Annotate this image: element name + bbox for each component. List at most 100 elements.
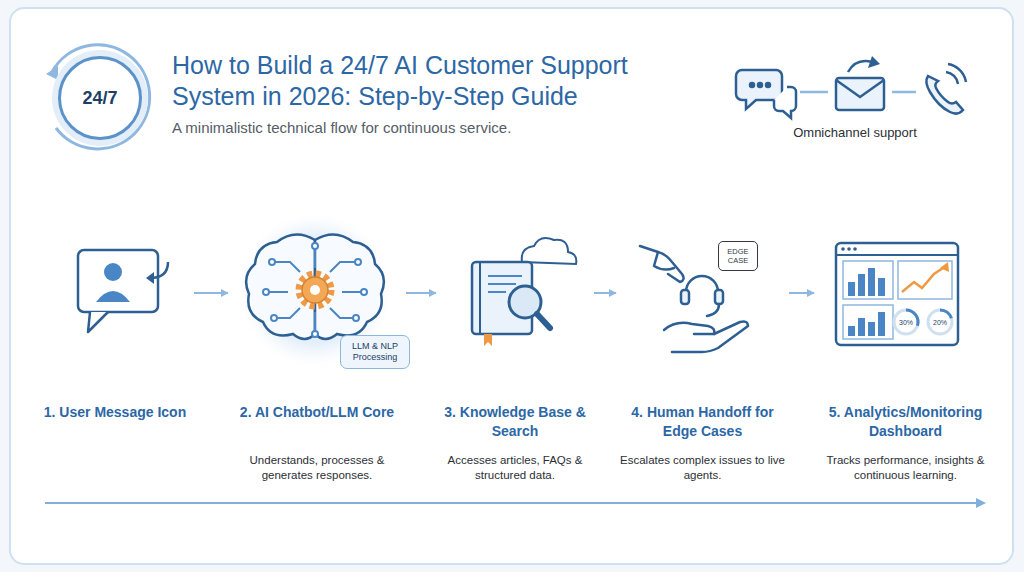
dashboard-icon xyxy=(858,274,865,296)
process-step: 5. Analytics/Monitoring DashboardTracks … xyxy=(818,235,993,485)
omnichannel-icons xyxy=(736,56,966,118)
process-step: 2. AI Chatbot/LLM CoreUnderstands, proce… xyxy=(232,235,402,485)
dashboard-icon xyxy=(928,310,952,334)
omnichannel-icons xyxy=(836,80,884,97)
llm-brain-icon xyxy=(355,259,361,265)
message-icon xyxy=(96,291,130,302)
process-step: 3. Knowledge Base & SearchAccesses artic… xyxy=(440,235,590,485)
llm-brain-icon xyxy=(263,289,269,295)
knowledge-base-icon xyxy=(537,314,550,328)
dashboard-icon xyxy=(878,312,885,336)
node-text: EDGE CASE xyxy=(719,247,757,265)
knowledge-base-icon xyxy=(488,291,506,293)
handoff-icon xyxy=(715,290,723,304)
step-title: 1. User Message Icon xyxy=(20,403,210,422)
dashboard-icon xyxy=(940,310,951,318)
llm-brain-icon xyxy=(312,243,318,249)
chart-value: 30% xyxy=(894,318,918,328)
chart-value: 20% xyxy=(928,318,952,328)
omnichannel-icons xyxy=(774,87,796,118)
message-icon xyxy=(78,250,158,312)
omnichannel-icons xyxy=(800,91,828,94)
dashboard-icon xyxy=(902,266,946,292)
dashboard-icon xyxy=(878,278,885,296)
llm-brain-icon xyxy=(310,285,320,295)
channel-label: Omnichannel support xyxy=(790,125,920,141)
omnichannel-icons xyxy=(766,83,770,87)
message-icon xyxy=(104,263,122,281)
knowledge-base-icon xyxy=(479,262,481,334)
flow-arrow xyxy=(789,292,814,294)
process-step: 1. User Message Icon xyxy=(40,235,190,485)
handoff-icon xyxy=(707,304,719,316)
llm-brain-icon xyxy=(330,308,356,318)
omnichannel-icons xyxy=(948,64,966,82)
dashboard-icon xyxy=(836,254,958,256)
llm-brain-icon xyxy=(274,308,300,318)
omnichannel-icons xyxy=(836,78,884,110)
llm-brain-icon xyxy=(269,259,275,265)
flow-arrow xyxy=(406,292,436,294)
timeline-arrow xyxy=(976,498,986,508)
step-title: 3. Knowledge Base & Search xyxy=(443,403,588,441)
message-icon xyxy=(78,250,168,332)
omnichannel-icons xyxy=(892,91,916,94)
llm-brain-icon xyxy=(299,274,331,306)
dashboard-icon xyxy=(848,282,855,296)
llm-brain-icon xyxy=(361,289,367,295)
message-icon xyxy=(146,272,154,284)
node-text: LLM & NLP Processing xyxy=(343,341,407,363)
dashboard-icon xyxy=(898,261,952,299)
handoff-icon xyxy=(672,322,748,353)
message-icon xyxy=(88,312,108,332)
knowledge-base-icon xyxy=(522,238,577,264)
dashboard-icon xyxy=(868,322,875,336)
omnichannel-icons xyxy=(946,72,958,84)
step-description: Understands, processes & generates respo… xyxy=(232,453,402,483)
llm-brain-icon xyxy=(271,315,277,321)
dashboard-icon xyxy=(853,247,857,251)
dashboard-icon xyxy=(843,261,893,299)
node-text: 24/7 xyxy=(82,88,117,109)
handoff-icon xyxy=(664,323,714,334)
dashboard-icon xyxy=(843,305,893,339)
processing-tag: LLM & NLP Processing xyxy=(340,335,410,369)
step-description: Escalates complex issues to live agents. xyxy=(620,453,785,483)
step-title: 5. Analytics/Monitoring Dashboard xyxy=(808,403,1003,441)
knowledge-base-icon xyxy=(484,334,492,346)
step-title: 2. AI Chatbot/LLM Core xyxy=(212,403,422,422)
handoff-icon xyxy=(640,246,684,282)
flow-arrow xyxy=(194,292,228,294)
llm-brain-icon xyxy=(302,277,328,303)
dashboard-icon xyxy=(858,318,865,336)
omnichannel-icons xyxy=(758,83,762,87)
handoff-icon xyxy=(681,290,689,304)
frame xyxy=(10,8,1013,564)
dashboard-icon xyxy=(847,247,851,251)
diagram-title: How to Build a 24/7 AI Customer Support … xyxy=(172,50,712,112)
handoff-icon xyxy=(654,252,674,270)
handoff-icon xyxy=(686,276,718,292)
llm-brain-icon xyxy=(330,262,358,272)
clock-badge: 24/7 xyxy=(58,56,142,140)
dashboard-icon xyxy=(940,262,949,272)
timeline-arrow xyxy=(45,498,986,508)
llm-brain-icon xyxy=(272,262,300,272)
step-title: 4. Human Handoff for Edge Cases xyxy=(628,403,778,441)
llm-brain-icon xyxy=(263,243,367,337)
clock-arrow xyxy=(46,45,150,149)
timeline-arrow xyxy=(45,502,978,504)
omnichannel-icons xyxy=(848,61,872,72)
speech-bubble: EDGE CASE xyxy=(718,241,758,271)
process-step: 4. Human Handoff for Edge CasesEscalates… xyxy=(620,235,785,485)
clock-arrow xyxy=(52,45,150,149)
dashboard-icon xyxy=(848,326,855,336)
knowledge-base-icon xyxy=(488,283,516,285)
knowledge-base-icon xyxy=(488,275,522,277)
clock-arrow xyxy=(46,66,58,80)
step-description: Accesses articles, FAQs & structured dat… xyxy=(435,453,595,483)
dashboard-icon xyxy=(894,310,918,334)
omnichannel-icons xyxy=(868,56,880,68)
